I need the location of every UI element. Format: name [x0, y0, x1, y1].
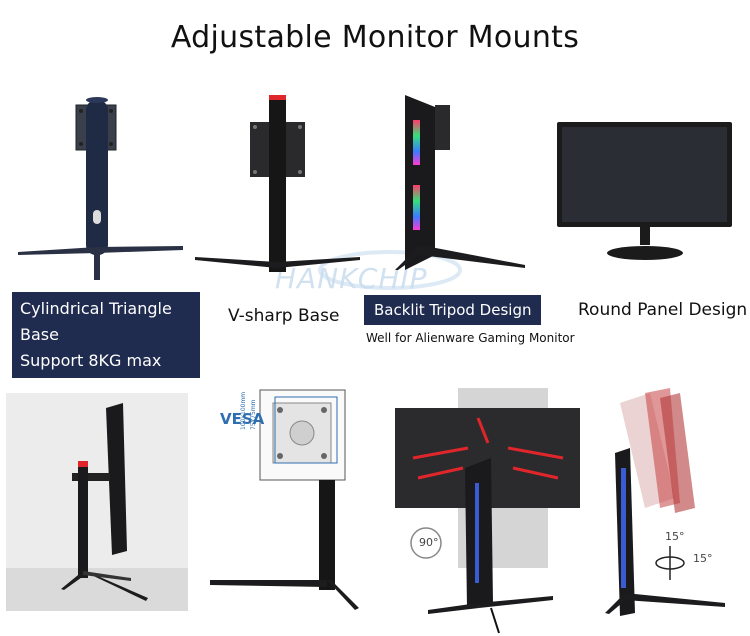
page-title: Adjustable Monitor Mounts	[170, 20, 580, 55]
label-cylindrical-line2: Support 8KG max	[20, 351, 162, 370]
vesa-dim-75: 75x75mm	[250, 399, 257, 430]
vesa-dim-100: 100x100mm	[240, 391, 247, 430]
label-round-panel: Round Panel Design	[578, 300, 748, 320]
rotating-monitor-image	[395, 388, 580, 634]
label-cylindrical-line1: Cylindrical Triangle Base	[20, 299, 172, 344]
side-view-photo	[6, 393, 188, 611]
tilt-top-label: 15°	[665, 530, 685, 543]
label-cylindrical: Cylindrical Triangle Base Support 8KG ma…	[12, 292, 200, 378]
backlit-tripod-image	[395, 95, 525, 270]
rotate-90-label: 90°	[419, 536, 439, 549]
label-v-sharp: V-sharp Base	[228, 306, 340, 326]
cylindrical-stand-image	[18, 97, 183, 280]
label-backlit-note: Well for Alienware Gaming Monitor	[366, 331, 575, 345]
vesa-stand-image	[210, 389, 359, 610]
tilting-monitor-image	[605, 388, 725, 616]
v-sharp-stand-image	[195, 95, 360, 272]
vesa-label: VESA	[220, 410, 265, 428]
tilt-side-label: 15°	[693, 552, 713, 565]
round-panel-monitor-image	[557, 122, 732, 260]
label-backlit: Backlit Tripod Design	[364, 295, 542, 325]
